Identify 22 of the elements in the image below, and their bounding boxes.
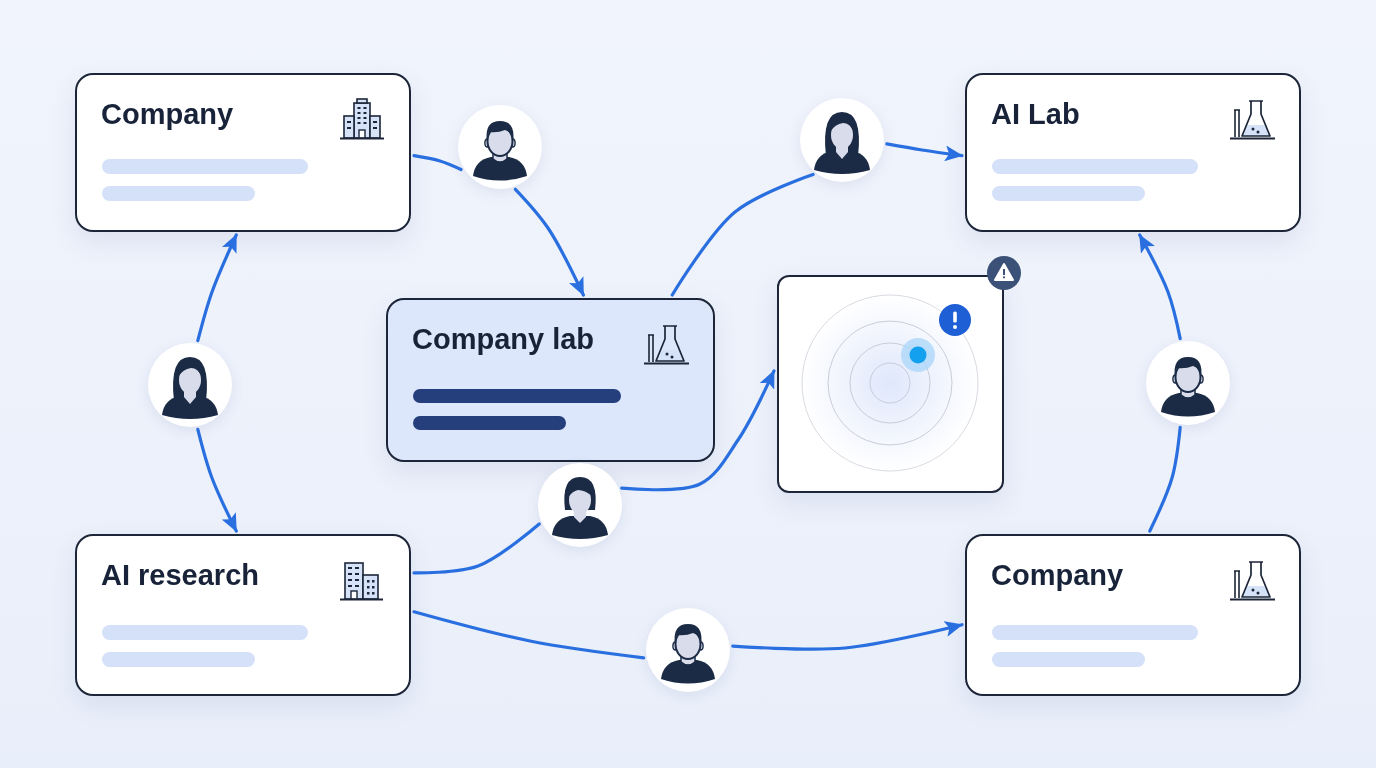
- info-card: [75, 534, 411, 696]
- arrow: [513, 187, 585, 297]
- info-card: [75, 73, 411, 232]
- arrow: [196, 427, 238, 533]
- connector-line: [670, 172, 815, 297]
- arrow: [731, 621, 964, 651]
- card-title: AI research: [101, 558, 259, 592]
- arrow: [620, 369, 776, 492]
- info-card: [965, 534, 1301, 696]
- card-title: AI Lab: [991, 97, 1080, 131]
- connector-line: [412, 154, 463, 172]
- card-title: Company: [991, 558, 1124, 592]
- arrow: [1138, 233, 1182, 341]
- connector-line: [412, 522, 541, 575]
- info-card: [965, 73, 1301, 232]
- highlighted-card: [386, 298, 715, 462]
- arrow: [196, 233, 238, 343]
- connector-line: [412, 610, 646, 660]
- card-title: Company: [101, 97, 234, 131]
- arrow: [885, 142, 964, 162]
- card-title: Company lab: [412, 322, 595, 356]
- connector-line: [1148, 425, 1182, 533]
